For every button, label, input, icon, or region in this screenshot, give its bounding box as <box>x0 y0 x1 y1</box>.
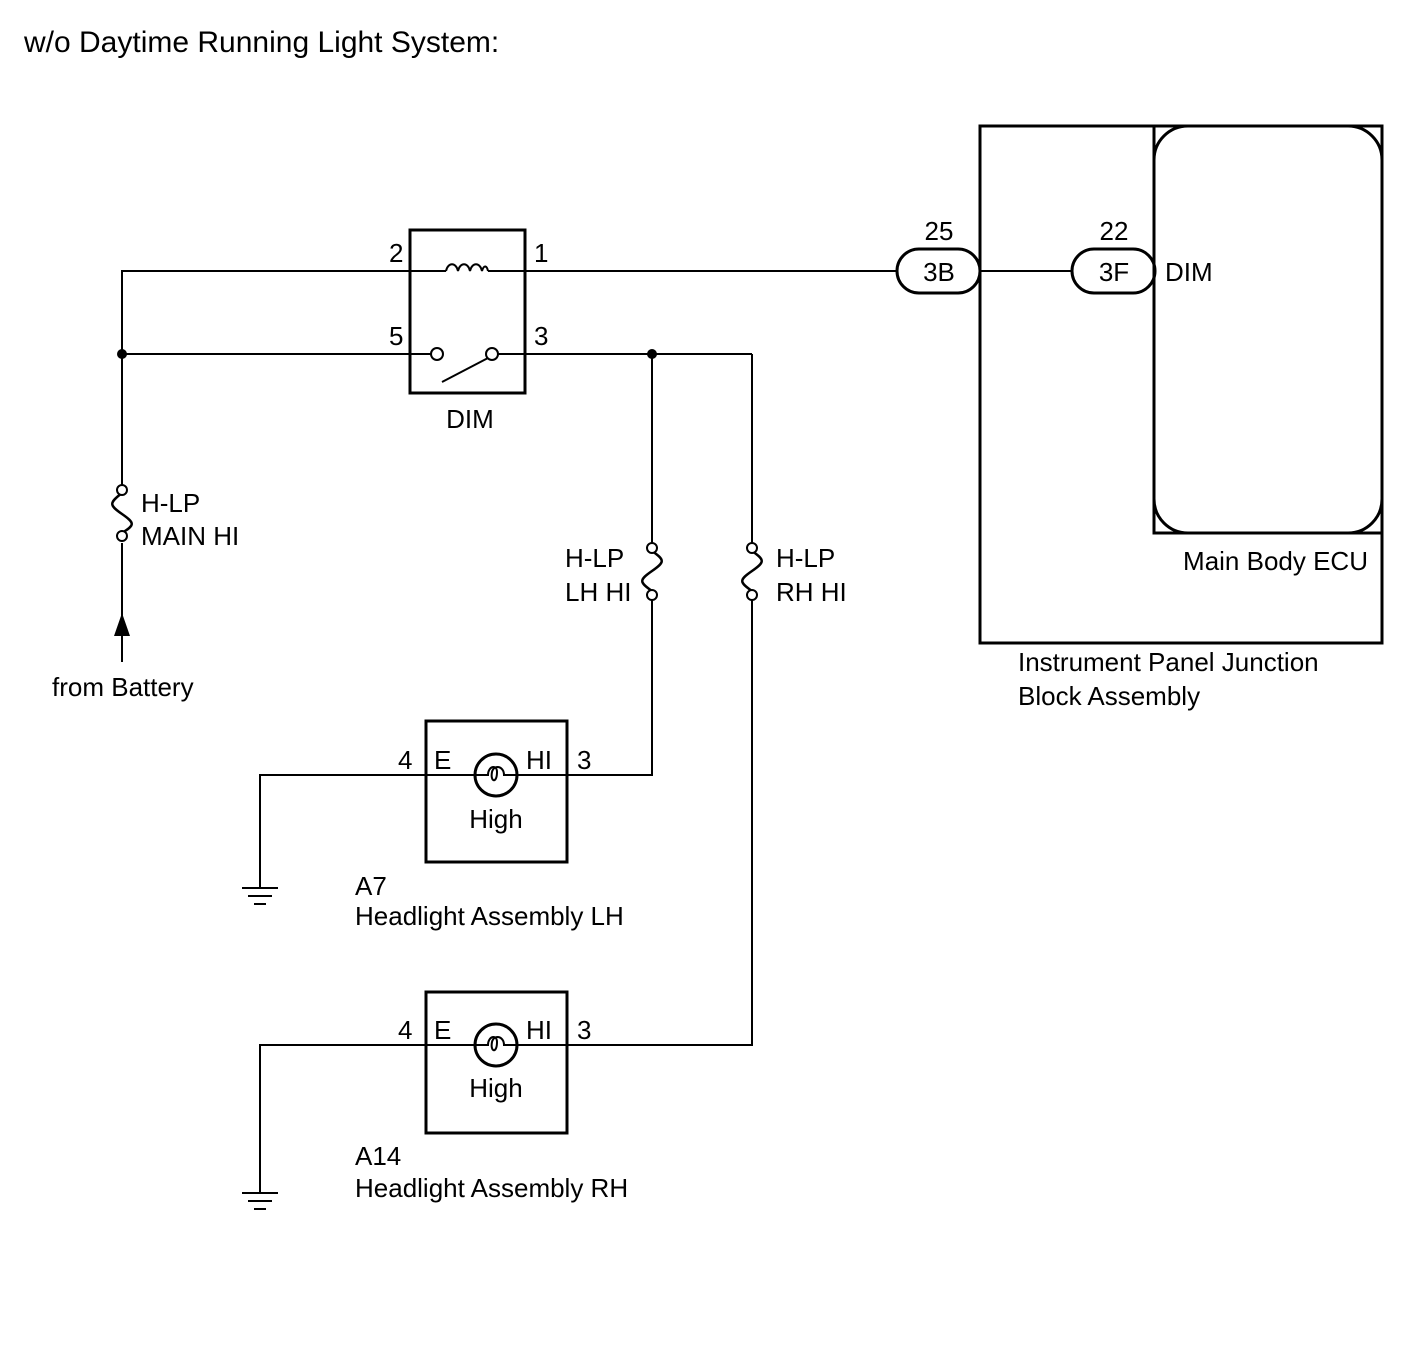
headlight-lh-box <box>424 719 569 864</box>
ground-icon <box>242 887 278 905</box>
relay-coil-icon <box>445 263 489 272</box>
wire-fuse-to-relay-coil <box>121 270 410 486</box>
fuse-main-terminal-top <box>116 484 128 496</box>
headlight-rh-pin-hi-num: 3 <box>577 1015 591 1045</box>
battery-arrow-icon <box>114 613 130 636</box>
connector-3f-pin: 22 <box>1100 216 1129 246</box>
headlight-assembly-rh: 4 E HI 3 High A14 Headlight Assembly RH <box>355 990 628 1203</box>
headlight-rh-pin-e: E <box>434 1015 451 1045</box>
dim-relay-box <box>408 228 527 395</box>
relay-pin-2: 2 <box>389 238 403 268</box>
wires <box>121 270 1072 1193</box>
headlight-rh-box <box>424 990 569 1135</box>
headlight-rh-code: A14 <box>355 1141 401 1171</box>
connector-3f: 3F 22 <box>1070 216 1157 295</box>
relay-switch-arm <box>441 357 489 383</box>
fuse-main-label-line1: H-LP <box>141 488 200 518</box>
headlight-rh-pin-hi: HI <box>526 1015 552 1045</box>
wire-rh-fuse-to-headlight <box>567 600 753 1046</box>
fuse-rh-terminal-top <box>746 542 758 554</box>
fuse-main-symbol <box>111 492 133 535</box>
diagram-title: w/o Daytime Running Light System: <box>23 26 499 59</box>
relay-switch-contact-5 <box>430 347 444 361</box>
connector-3b: 3B 25 <box>895 216 982 295</box>
fuse-lh-label-line1: H-LP <box>565 543 624 573</box>
fuse-lh-symbol <box>641 549 663 593</box>
fuse-rh-symbol <box>741 549 763 593</box>
wire-rh-ground <box>259 1044 426 1193</box>
relay-label: DIM <box>446 404 494 434</box>
instrument-panel-junction-block: Instrument Panel Junction Block Assembly… <box>978 124 1384 711</box>
fuse-rh-hi: H-LP RH HI <box>741 542 847 607</box>
headlight-rh-beam: High <box>469 1073 522 1103</box>
wire-lh-ground <box>259 774 426 888</box>
bulb-filament-icon <box>476 1036 516 1052</box>
relay-pin-5: 5 <box>389 321 403 351</box>
relay-pin-3: 3 <box>534 321 548 351</box>
connector-3f-name: 3F <box>1099 257 1129 287</box>
connector-3f-shape <box>1070 247 1157 295</box>
junction-block-label-line1: Instrument Panel Junction <box>1018 647 1319 677</box>
headlight-lh-pin-hi: HI <box>526 745 552 775</box>
ecu-name: Main Body ECU <box>1183 546 1368 576</box>
fuse-main-label-line2: MAIN HI <box>141 521 239 551</box>
fuse-rh-label-line1: H-LP <box>776 543 835 573</box>
connector-3b-name: 3B <box>923 257 955 287</box>
junction-block-label-line2: Block Assembly <box>1018 681 1200 711</box>
ecu-pin-label: DIM <box>1165 257 1213 287</box>
junction-dot-bus <box>117 349 127 359</box>
bulb-filament-icon <box>476 766 516 782</box>
fuse-lh-terminal-bottom <box>646 589 658 601</box>
fuse-rh-label-line2: RH HI <box>776 577 847 607</box>
wire-lh-fuse-to-headlight <box>567 600 653 776</box>
headlight-lh-name: Headlight Assembly LH <box>355 901 624 931</box>
relay-switch-contact-3 <box>485 347 499 361</box>
battery-label: from Battery <box>52 672 194 702</box>
fuse-main-hi: H-LP MAIN HI <box>111 484 239 551</box>
ground-icon <box>242 1192 278 1210</box>
connector-3b-pin: 25 <box>925 216 954 246</box>
headlight-lh-pin-e: E <box>434 745 451 775</box>
dim-relay: 2 1 5 3 DIM <box>389 228 548 434</box>
headlight-assembly-lh: 4 E HI 3 High A7 Headlight Assembly LH <box>355 719 624 931</box>
main-body-ecu-box <box>1152 124 1384 535</box>
headlight-rh-pin-e-num: 4 <box>398 1015 412 1045</box>
headlight-lh-pin-hi-num: 3 <box>577 745 591 775</box>
fuse-main-terminal-bottom <box>116 530 128 542</box>
headlight-lh-pin-e-num: 4 <box>398 745 412 775</box>
relay-pin-1: 1 <box>534 238 548 268</box>
fuse-lh-hi: H-LP LH HI <box>565 542 663 607</box>
fuse-lh-terminal-top <box>646 542 658 554</box>
fuse-lh-label-line2: LH HI <box>565 577 631 607</box>
headlight-lh-code: A7 <box>355 871 387 901</box>
junction-dot-branch <box>647 349 657 359</box>
fuse-rh-terminal-bottom <box>746 589 758 601</box>
headlight-rh-name: Headlight Assembly RH <box>355 1173 628 1203</box>
headlight-lh-beam: High <box>469 804 522 834</box>
